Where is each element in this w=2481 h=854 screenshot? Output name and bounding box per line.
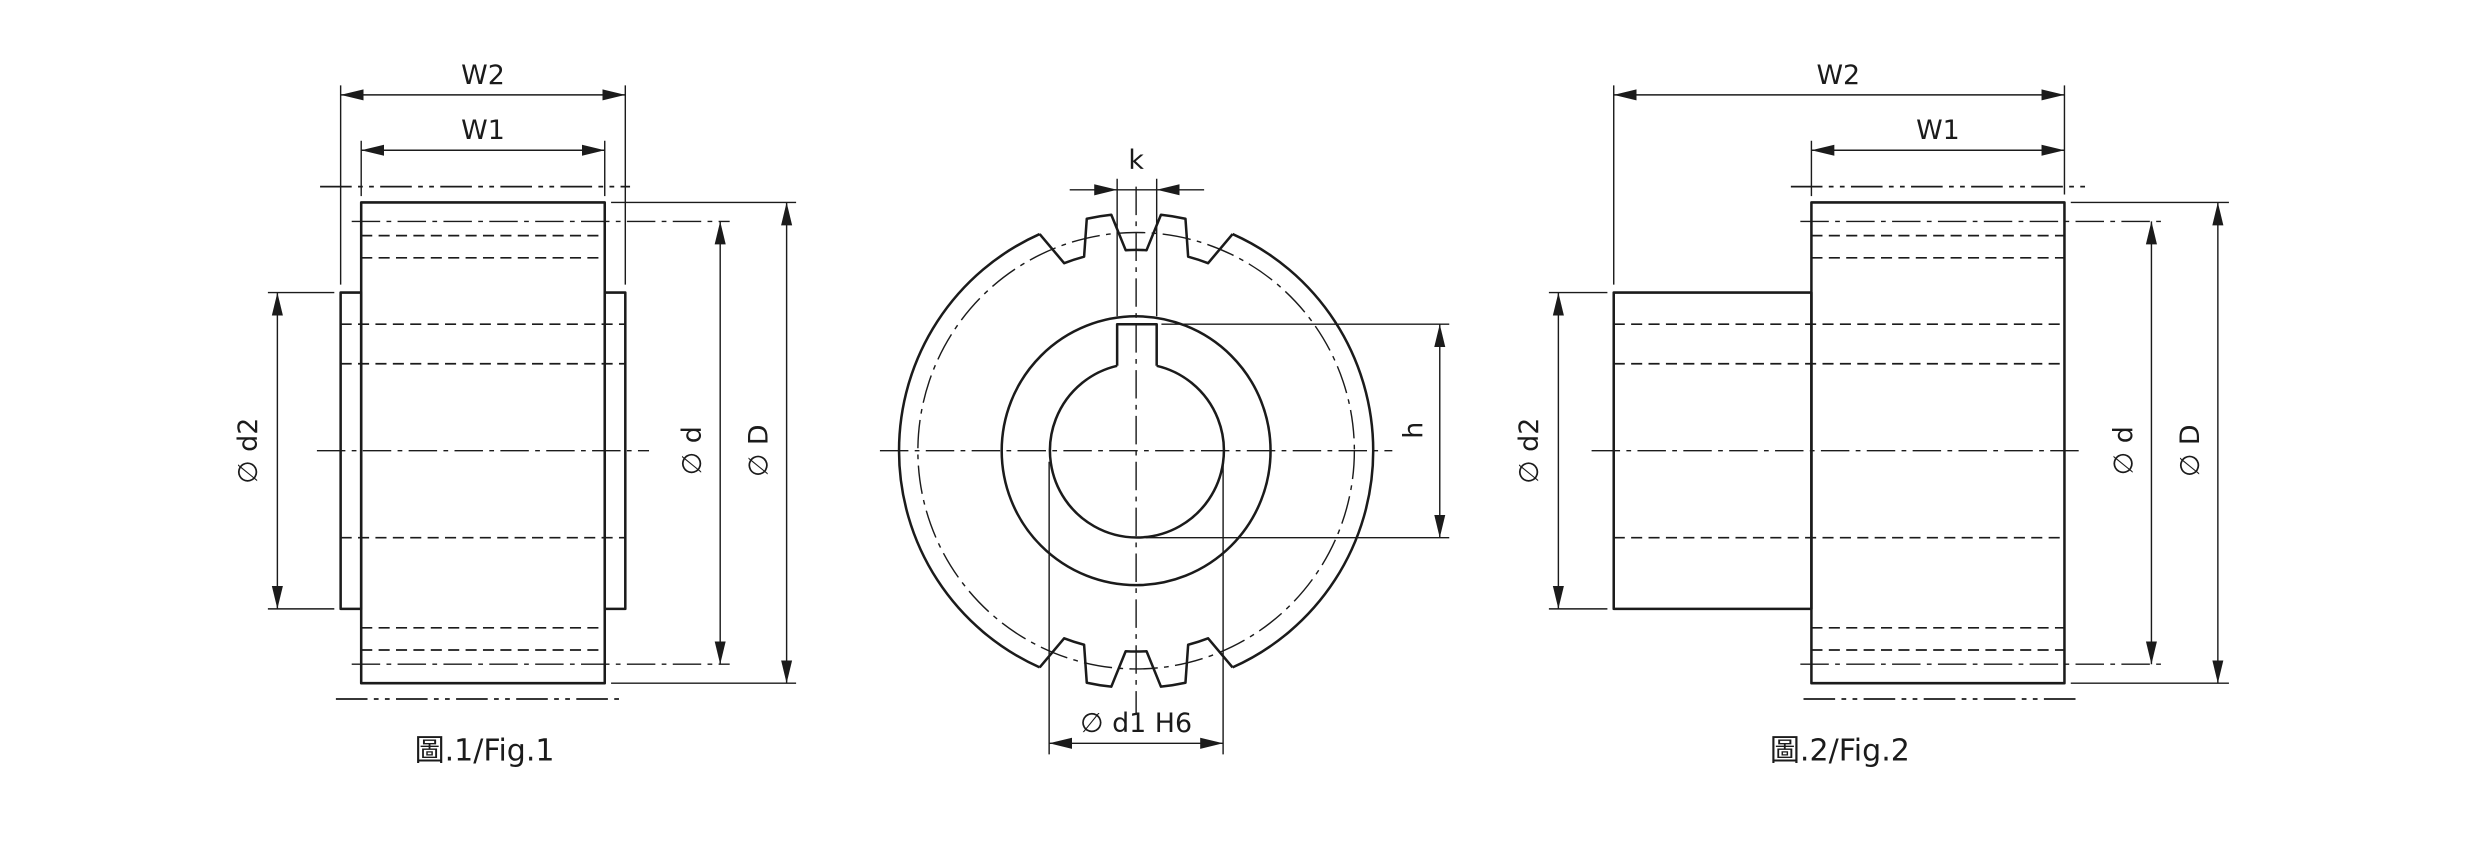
fig2-phantom-lines [1790,185,2086,700]
bore-circle [1048,364,1226,539]
fig1-caption: 圖.1/Fig.1 [415,734,555,769]
fig1-dim-label-d2: ∅ d2 [233,418,264,484]
fig1-dim-label-w2: W2 [461,60,505,91]
fig2-centerlines [1591,220,2163,665]
fig1-dimensions: W2 W1 ∅ d2 ∅ d ∅ D [233,60,797,684]
fig2-dimensions: W2 W1 ∅ d2 ∅ d ∅ D [1514,60,2229,684]
fig1-hidden-lines [340,234,626,651]
fig2-outline [1612,201,2066,685]
fig1-outline [339,201,627,685]
fig2-caption: 圖.2/Fig.2 [1770,734,1910,769]
fig2-gear-body-outline [1810,201,2066,685]
fig1-dim-label-D: ∅ D [744,424,775,477]
front-dim-label-k: k [1128,145,1144,176]
fig1-side-view: W2 W1 ∅ d2 ∅ d ∅ D 圖.1/Fig.1 [233,60,797,769]
fig2-hidden-lines [1613,234,2065,651]
front-dim-label-h: h [1398,422,1429,439]
front-centerlines [879,186,1393,715]
fig2-dim-label-D: ∅ D [2175,424,2206,477]
keyway-outline [1115,322,1158,366]
fig2-side-view: W2 W1 ∅ d2 ∅ d ∅ D 圖.2/Fig.2 [1514,60,2229,769]
front-dimensions: k h ∅ d1 H6 [1048,145,1450,755]
fig2-dim-label-d2: ∅ d2 [1514,418,1545,484]
fig2-dim-label-d: ∅ d [2108,426,2139,475]
fig1-centerlines [316,220,730,665]
fig1-phantom-lines [320,185,631,700]
fig2-dim-label-w2: W2 [1816,60,1860,91]
fig1-dim-label-d: ∅ d [677,426,708,475]
fig1-gear-body-outline [359,201,607,685]
gear-front-view: k h ∅ d1 H6 [879,145,1450,755]
fig1-dim-label-w1: W1 [461,115,505,146]
tip-circle-arc-right [1232,232,1375,669]
fig2-dim-label-w1: W1 [1916,115,1960,146]
front-dim-label-d1: ∅ d1 H6 [1080,708,1192,739]
